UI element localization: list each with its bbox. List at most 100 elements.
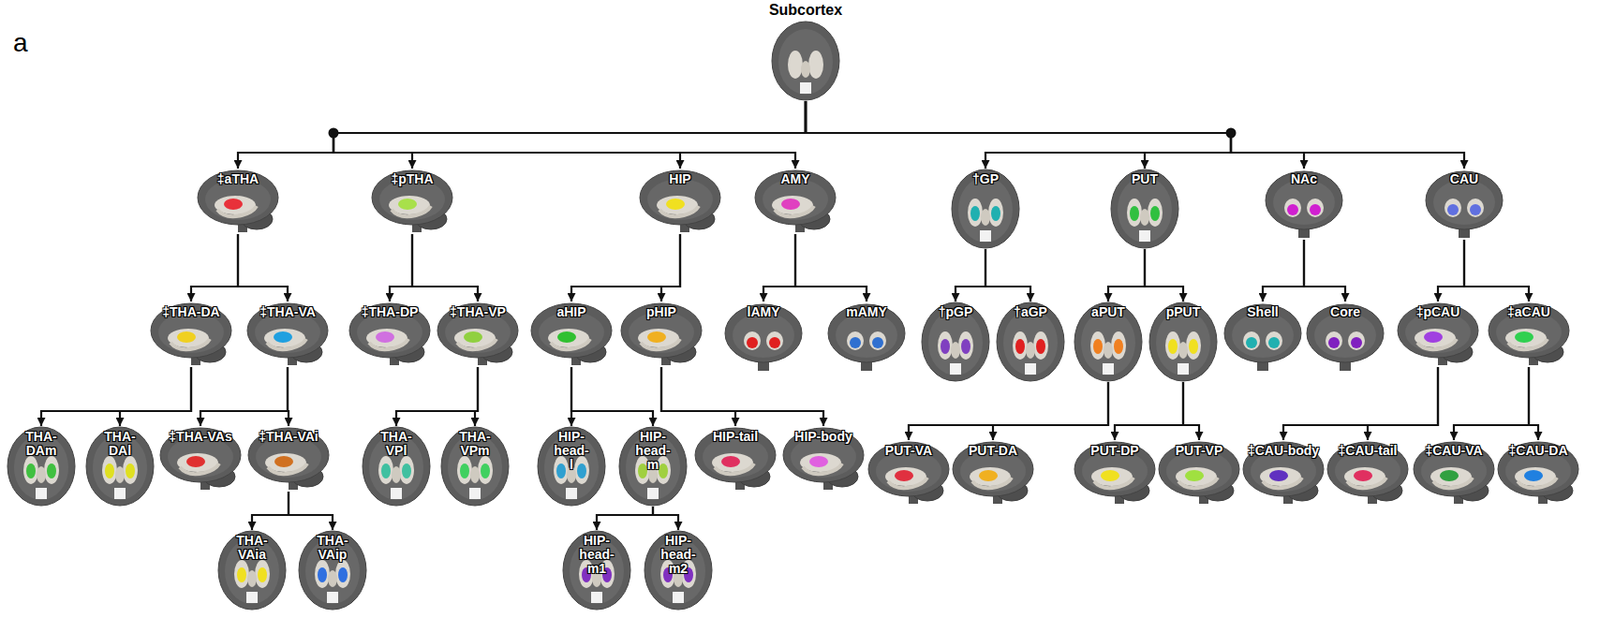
subcortical-render (1265, 331, 1283, 351)
brain-node: ‡CAU-VA (1412, 440, 1496, 506)
highlight-region (849, 337, 861, 349)
brainstem (246, 592, 258, 604)
node-label: ‡THA-DA (162, 305, 220, 320)
tree-connector (805, 101, 1231, 169)
highlight-region (1439, 470, 1459, 482)
tree-connector (571, 234, 681, 302)
tree-connector (333, 101, 806, 169)
thalamus-render (1140, 208, 1150, 226)
subcortical-render (1165, 331, 1181, 360)
brain-render (298, 531, 367, 610)
subcortical-render (766, 331, 784, 351)
cortex-inner (1433, 179, 1496, 225)
brainstem (390, 488, 402, 500)
brainstem (565, 488, 578, 500)
highlight-region (237, 567, 247, 583)
cerebrum (1074, 442, 1156, 497)
node-label: HIP- head-l (553, 429, 589, 473)
cerebrum (771, 21, 840, 101)
node-label: THA- DAl (103, 429, 135, 459)
cerebrum (1243, 442, 1324, 497)
highlight-region (26, 463, 36, 479)
thalamus-render (800, 60, 811, 78)
highlight-region (1015, 339, 1025, 355)
brain-node: †aGP (994, 301, 1067, 383)
tree-connector (661, 234, 681, 302)
node-label: PUT-VP (1175, 444, 1224, 459)
brain-render (1224, 304, 1302, 371)
tree-connector (389, 234, 413, 302)
tree-connector (41, 367, 192, 427)
brain-render (1413, 442, 1495, 504)
panel-letter: a (13, 28, 29, 59)
tree-connector (992, 382, 1109, 441)
highlight-region (1514, 331, 1534, 343)
thalamus-render (391, 466, 401, 484)
highlight-region (1268, 337, 1280, 349)
tree-connector (200, 367, 288, 427)
cerebrum (639, 170, 721, 225)
highlight-region (746, 337, 758, 349)
brain-render (537, 427, 606, 506)
brain-node: HIP- head-m2 (642, 530, 714, 611)
tree-connector (237, 101, 806, 169)
subcortical-render (1147, 198, 1163, 227)
highlight-region (381, 463, 391, 479)
highlight-region (398, 198, 417, 210)
node-label: Shell (1246, 305, 1278, 320)
highlight-region (273, 331, 293, 343)
brain-render (1243, 442, 1324, 504)
brain-render (441, 427, 509, 506)
highlight-region (872, 337, 884, 349)
cortex-inner (732, 312, 795, 358)
highlight-region (637, 463, 648, 479)
tree-connector (1303, 239, 1346, 302)
cerebrum (1224, 304, 1302, 363)
highlight-region (666, 198, 685, 210)
node-label: pPUT (1166, 305, 1201, 320)
cortex-inner (1117, 177, 1172, 243)
cerebrum (1413, 442, 1495, 497)
brain-render (7, 427, 75, 506)
cerebrum (1265, 171, 1343, 230)
cerebrum (197, 170, 279, 225)
node-label: aHIP (556, 305, 586, 320)
tree-connector (396, 367, 478, 427)
highlight-region (317, 567, 327, 583)
brain-node: PUT-DA (951, 440, 1035, 506)
cerebrum (1074, 302, 1142, 382)
brain-render (725, 304, 802, 371)
tree-connector (1283, 367, 1438, 441)
node-label: THA- VPm (459, 429, 490, 459)
tree-connector (1108, 249, 1145, 302)
thalamus-render (1025, 341, 1036, 359)
cerebrum (562, 531, 631, 610)
thalamus-render (950, 341, 961, 359)
subcortical-render (1243, 331, 1260, 351)
cerebrum (7, 427, 75, 506)
thalamus-render (327, 570, 338, 588)
node-label: aPUT (1091, 305, 1126, 320)
brain-render (695, 428, 776, 490)
node-label: HIP- head-m2 (660, 533, 696, 577)
highlight-region (1287, 204, 1299, 216)
cerebrum (1327, 442, 1408, 497)
brain-node: CAU (1423, 168, 1505, 240)
node-label: HIP-tail (712, 429, 758, 445)
cerebrum (441, 427, 509, 506)
brainstem (1024, 363, 1037, 375)
cortex-inner (835, 312, 898, 358)
tree-connector (1262, 239, 1304, 302)
brain-render (1488, 303, 1570, 366)
highlight-region (1150, 206, 1160, 222)
brainstem (1102, 363, 1114, 375)
highlight-region (125, 463, 135, 479)
tree-connector (474, 367, 478, 427)
brainstem (35, 488, 47, 500)
node-label: ‡THA-VAs (168, 429, 232, 445)
cerebrum (1488, 303, 1570, 358)
subcortical-render (1111, 331, 1126, 360)
cerebrum (371, 170, 453, 225)
cerebrum (868, 442, 949, 497)
cerebrum (951, 169, 1020, 249)
